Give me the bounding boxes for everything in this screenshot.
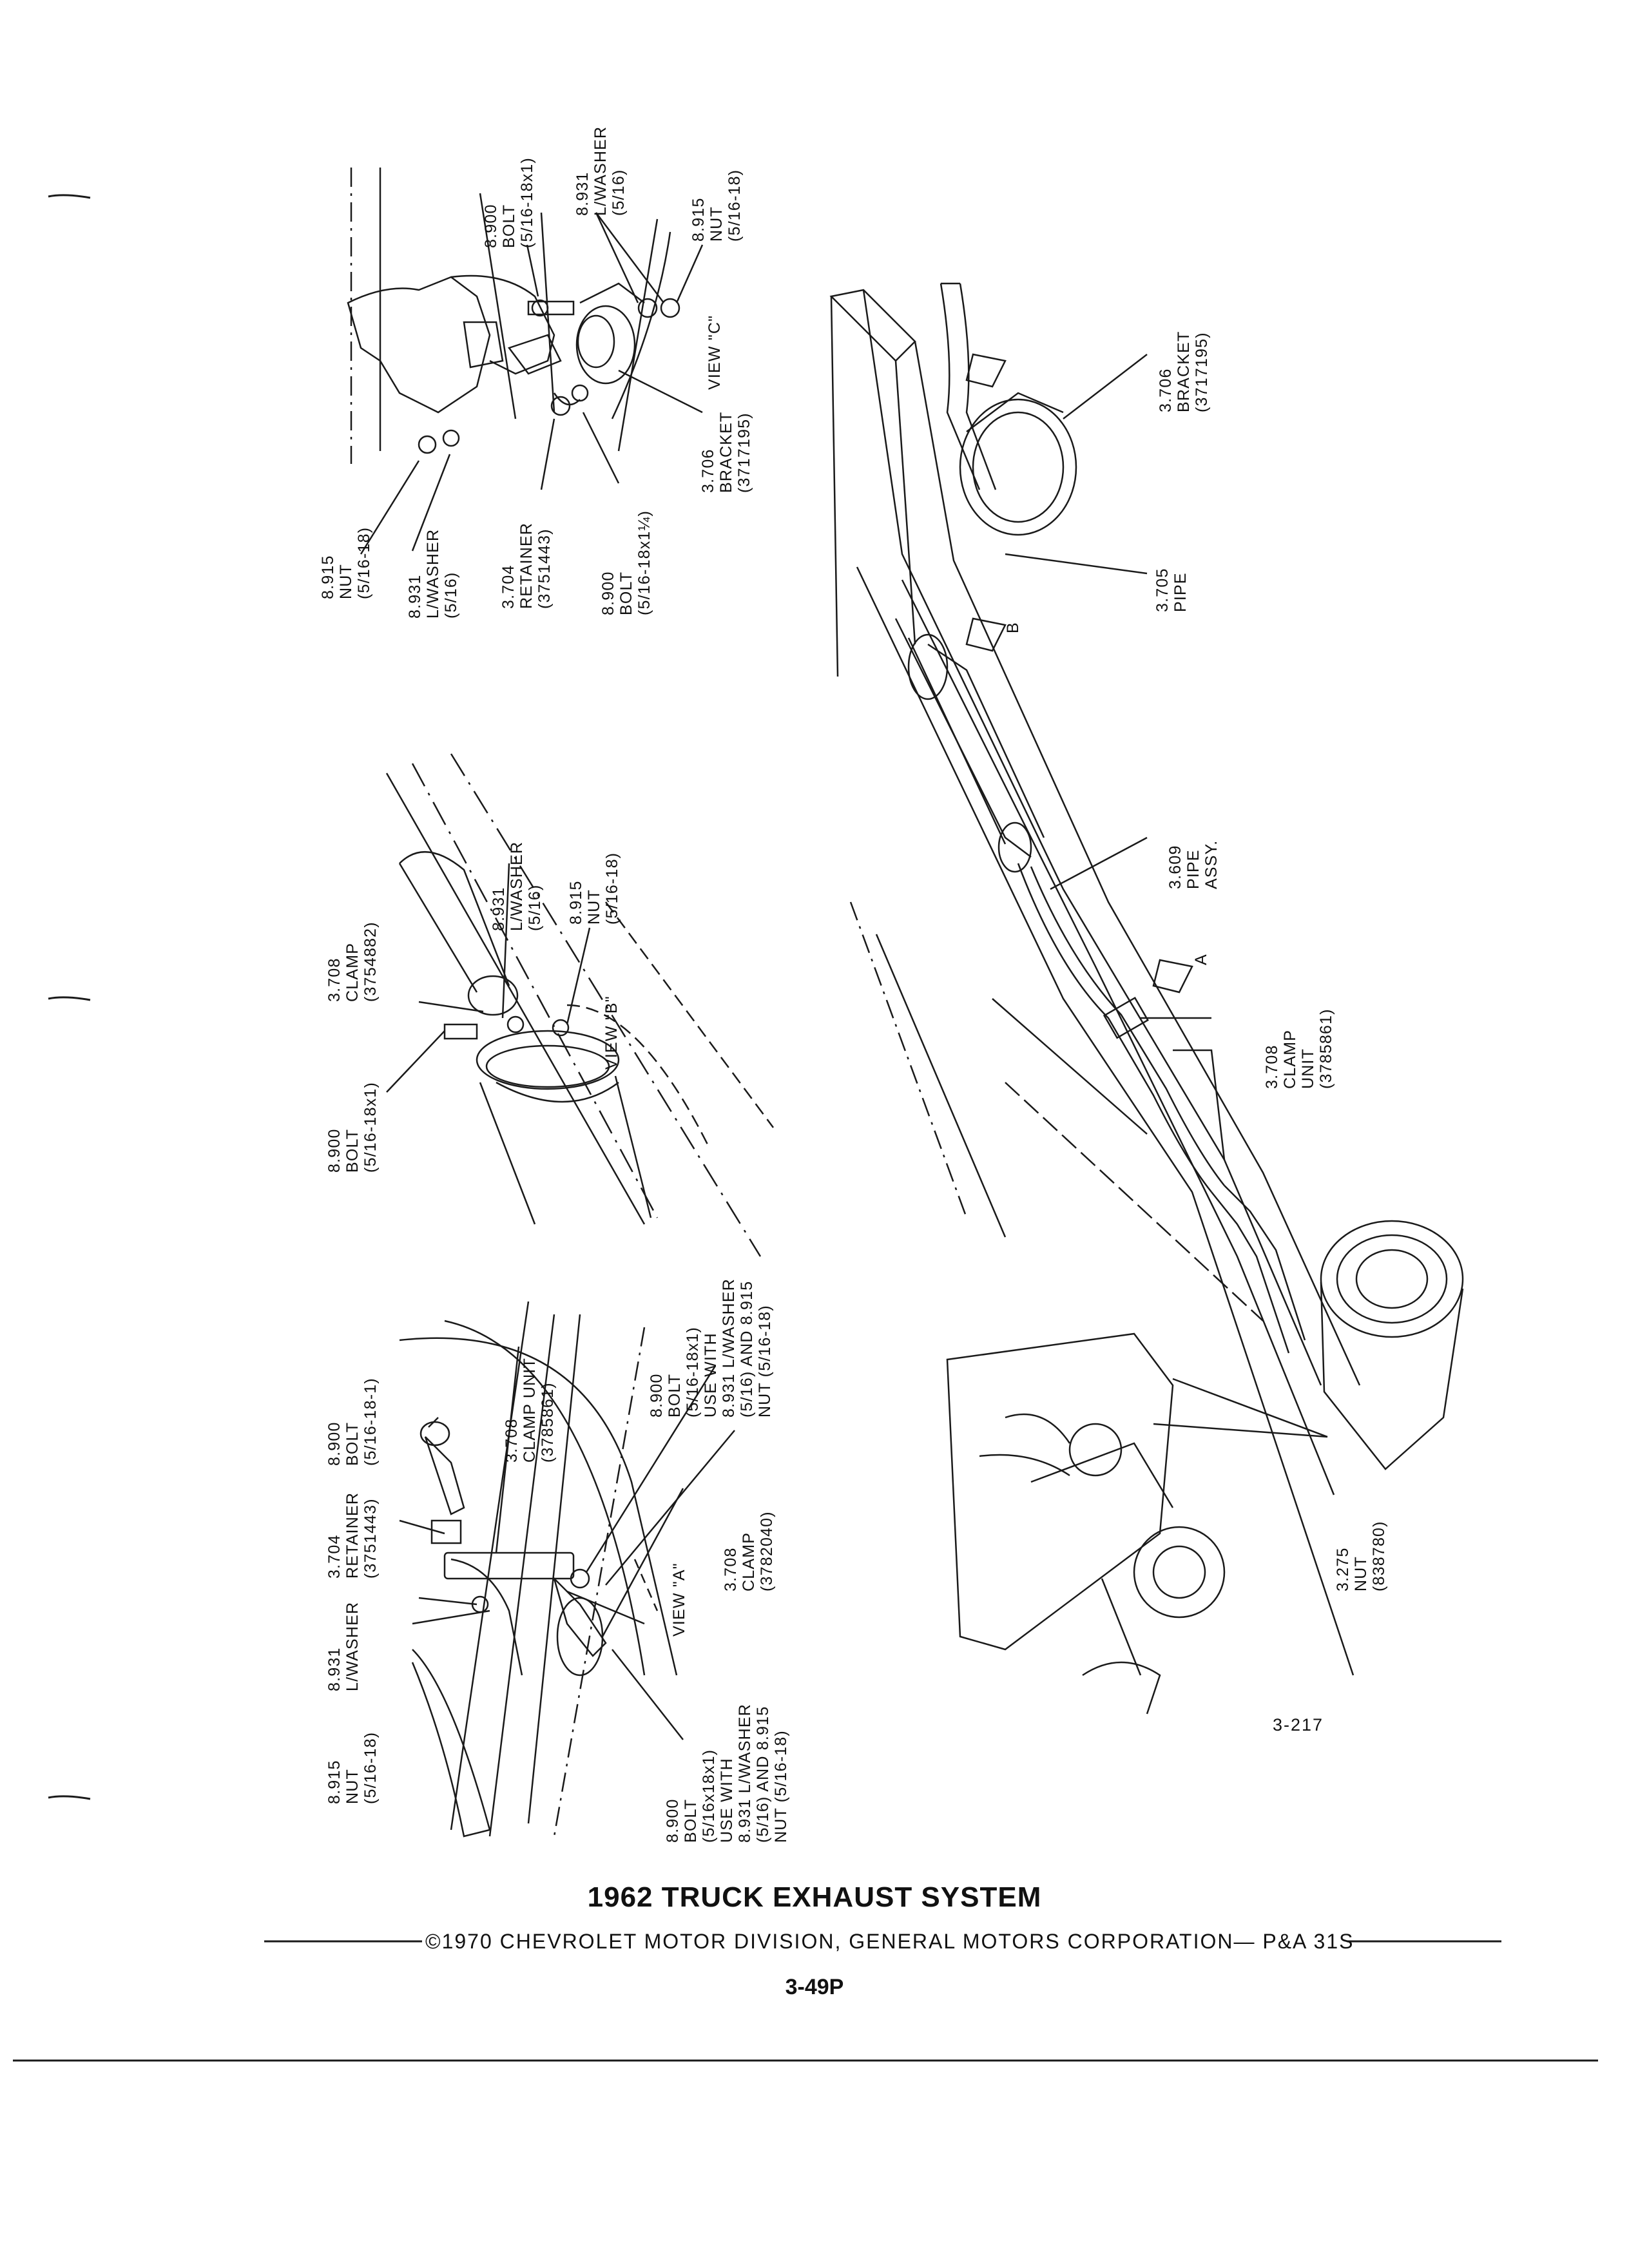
view-c-nut-label: 8.915 NUT (5/16-18): [689, 169, 744, 242]
page-title: 1962 TRUCK EXHAUST SYSTEM: [587, 1881, 1042, 1913]
view-b-clamp-label: 3.708 CLAMP (3754882): [325, 921, 380, 1002]
view-a-drawing: [399, 1301, 735, 1838]
view-b-drawing: [385, 753, 775, 1257]
view-a-clamp-unit-label: 3.708 CLAMP UNIT (3785861): [503, 1358, 557, 1463]
arrow-b-letter: B: [1003, 622, 1022, 633]
view-c-nut-2-label: 8.915 NUT (5/16-18): [319, 526, 373, 599]
view-a-bolt-note-label: 8.900 BOLT (5/16-18x1) USE WITH 8.931 L/…: [648, 1278, 774, 1418]
view-a-retainer-label: 3.704 RETAINER (3751443): [325, 1492, 380, 1579]
main-assembly-drawing: [829, 282, 1464, 1715]
view-c-drawing: [347, 168, 704, 555]
view-b-nut-label: 8.915 NUT (5/16-18): [567, 852, 621, 925]
main-pipe-assy-label: 3.609 PIPE ASSY.: [1166, 840, 1220, 889]
view-c-lock-washer-2-label: 8.931 L/WASHER (5/16): [406, 528, 460, 619]
binder-marks: [48, 194, 91, 1800]
view-c-bracket-label: 3.706 BRACKET (3717195): [699, 411, 753, 493]
view-c-retainer-label: 3.704 RETAINER (3751443): [499, 522, 554, 609]
view-c-caption: VIEW "C": [706, 314, 724, 390]
view-a-lock-washer-label: 8.931 L/WASHER: [325, 1601, 361, 1691]
view-a-clamp-label: 3.708 CLAMP (3782040): [722, 1511, 776, 1591]
figure-reference: 3-217: [1273, 1715, 1324, 1735]
view-a-nut-label: 8.915 NUT (5/16-18): [325, 1731, 380, 1804]
view-a-caption: VIEW "A": [670, 1562, 688, 1637]
page-number: 3-49P: [785, 1975, 844, 1999]
main-clamp-unit-label: 3.708 CLAMP UNIT (3785861): [1263, 1008, 1335, 1089]
footer-rules: [13, 1940, 1598, 2062]
view-a-bolt-note-2-label: 8.900 BOLT (5/16x18x1) USE WITH 8.931 L/…: [664, 1704, 790, 1843]
view-b-lock-washer-label: 8.931 L/WASHER (5/16): [490, 841, 544, 931]
view-c-bolt-label: 8.900 BOLT (5/16-18x1): [482, 157, 536, 248]
main-nut-label: 3.275 NUT (838780): [1334, 1521, 1388, 1591]
view-b-caption: VIEW "B": [602, 995, 621, 1070]
main-pipe-label: 3.705 PIPE: [1153, 568, 1190, 612]
main-bracket-label: 3.706 BRACKET (3717195): [1157, 331, 1211, 412]
view-c-lock-washer-label: 8.931 L/WASHER (5/16): [574, 126, 628, 216]
arrow-a-letter: A: [1191, 954, 1210, 965]
view-a-bolt-label: 8.900 BOLT (5/16-18-1): [325, 1378, 380, 1466]
view-b-bolt-label: 8.900 BOLT (5/16-18x1): [325, 1081, 380, 1173]
view-c-long-bolt-label: 8.900 BOLT (5/16-18x1¼): [599, 510, 653, 615]
copyright-line: ©1970 CHEVROLET MOTOR DIVISION, GENERAL …: [425, 1930, 1354, 1953]
